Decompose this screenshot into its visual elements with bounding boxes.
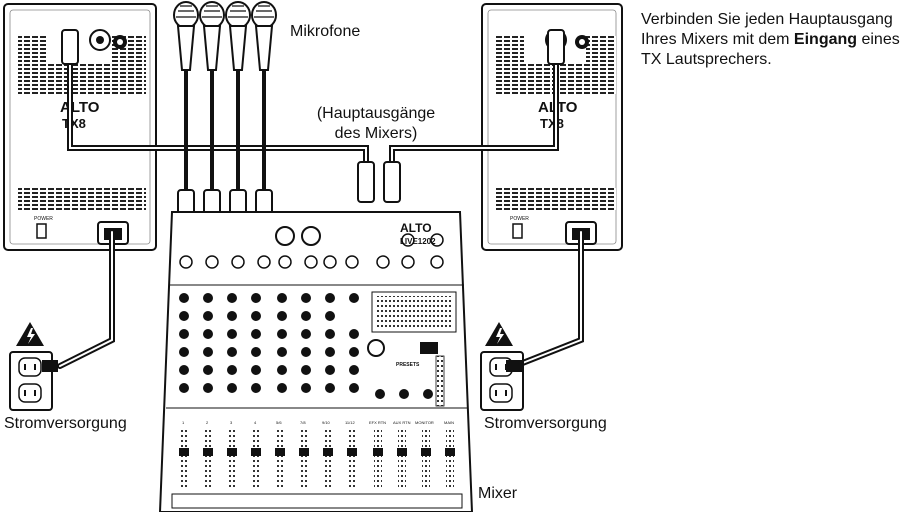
microphones [174, 2, 276, 230]
microphone [226, 2, 250, 190]
speaker-power-switch[interactable] [37, 224, 46, 238]
mixer-model: LIVE1202 [400, 237, 436, 246]
label-main-outs-line2: des Mixers) [296, 124, 456, 144]
microphone [252, 2, 276, 190]
speaker-power-label: POWER [34, 216, 53, 222]
presets-label: PRESETS [396, 362, 420, 368]
microphone [174, 2, 198, 190]
microphone [200, 2, 224, 190]
left-speaker: ALTO TX8 POWER [4, 4, 156, 250]
mixer: ALTO LIVE1202 PRESETS [160, 212, 472, 512]
speaker-power-label: POWER [510, 216, 529, 222]
channel-label: 5/6 [276, 420, 282, 425]
channel-label: EFX RTN [369, 420, 386, 425]
power-outlet-left [10, 322, 58, 410]
speaker-brand: ALTO [60, 99, 100, 116]
channel-label: MONITOR [415, 420, 434, 425]
label-mixer: Mixer [478, 484, 517, 504]
speaker-grille-bottom [494, 188, 616, 210]
speaker-grille-mid [18, 62, 146, 94]
power-outlet-right [481, 322, 523, 410]
speaker-power-switch[interactable] [513, 224, 522, 238]
label-mics: Mikrofone [290, 22, 360, 42]
label-power-left: Stromversorgung [4, 414, 127, 434]
speaker-model: TX8 [540, 116, 564, 131]
speaker-model: TX8 [62, 116, 86, 131]
channel-label: AUX RTN [393, 420, 411, 425]
channel-label: 7/8 [300, 420, 306, 425]
mixer-brand: ALTO [400, 221, 432, 235]
instruction-text: Verbinden Sie jeden Hauptausgang Ihres M… [641, 10, 906, 70]
channel-label: 9/10 [322, 420, 331, 425]
power-plug [42, 360, 58, 372]
instruction-bold: Eingang [794, 31, 857, 48]
channel-label: 11/12 [345, 420, 355, 425]
channel-label: MAIN [444, 420, 454, 425]
power-plug [506, 360, 522, 372]
main-output-plugs [358, 162, 400, 202]
label-main-outs-line1: (Hauptausgänge [296, 104, 456, 124]
speaker-grille-bottom [18, 188, 146, 210]
graphic-eq [372, 292, 456, 332]
label-power-right: Stromversorgung [484, 414, 607, 434]
label-main-outs: (Hauptausgänge des Mixers) [296, 104, 456, 144]
